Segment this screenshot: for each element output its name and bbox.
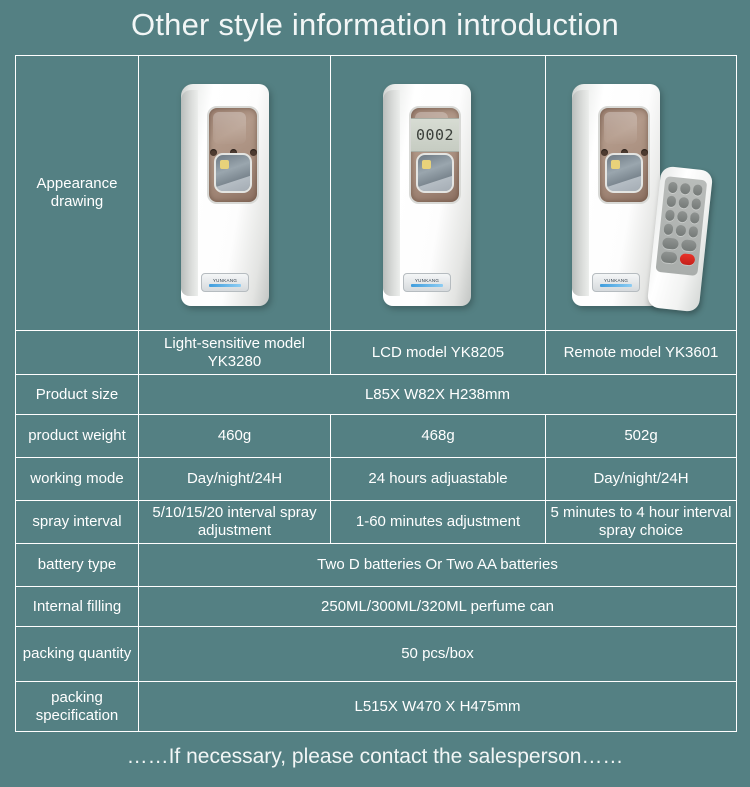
remote-key-row	[660, 251, 696, 266]
window-gloss	[603, 111, 638, 144]
row-label-internal-filling: Internal filling	[15, 586, 139, 627]
badge-accent-bar	[600, 284, 632, 287]
remote-key	[687, 225, 699, 238]
footer-note: ……If necessary, please contact the sales…	[126, 745, 624, 768]
value-working-mode-light-sensitive: Day/night/24H	[138, 457, 331, 501]
value-working-mode-remote: Day/night/24H	[545, 457, 737, 501]
value-product-size: L85X W82X H238mm	[138, 374, 737, 415]
table-row-model-names: Light-sensitive model YK3280 LCD model Y…	[15, 330, 737, 375]
specification-table: Appearance drawing YUNKANG	[15, 55, 737, 732]
remote-key	[677, 210, 688, 223]
dispenser-window	[207, 106, 259, 204]
value-spray-interval-lcd: 1-60 minutes adjustment	[330, 500, 546, 544]
table-row-packing-specification: packing specification L515X W470 X H475m…	[15, 681, 737, 732]
remote-key-row	[661, 237, 697, 252]
dispenser-side-panel	[383, 90, 400, 296]
appearance-cell-light-sensitive: YUNKANG	[138, 55, 331, 331]
remote-key-row	[663, 223, 699, 238]
remote-key	[675, 224, 687, 237]
value-weight-remote: 502g	[545, 414, 737, 458]
empty-label-cell	[15, 330, 139, 375]
value-internal-filling: 250ML/300ML/320ML perfume can	[138, 586, 737, 627]
value-battery-type: Two D batteries Or Two AA batteries	[138, 543, 737, 587]
brand-badge: YUNKANG	[201, 273, 249, 292]
remote-key	[689, 211, 700, 224]
remote-key	[680, 182, 691, 195]
remote-key	[661, 237, 679, 250]
spray-nozzle	[416, 152, 454, 193]
model-name-light-sensitive: Light-sensitive model YK3280	[138, 330, 331, 375]
value-spray-interval-light-sensitive: 5/10/15/20 interval spray adjustment	[138, 500, 331, 544]
remote-key	[678, 196, 690, 209]
product-image-light-sensitive: YUNKANG	[143, 58, 326, 328]
remote-key-row	[667, 181, 703, 197]
remote-key-row	[664, 209, 700, 224]
remote-key	[692, 184, 703, 197]
remote-key	[690, 198, 702, 210]
table-row-product-weight: product weight 460g 468g 502g	[15, 414, 737, 458]
brand-badge: YUNKANG	[403, 273, 451, 292]
row-label-appearance: Appearance drawing	[15, 55, 139, 331]
product-image-remote: YUNKANG	[550, 58, 732, 328]
dispenser-side-panel	[572, 90, 589, 296]
window-gloss	[212, 111, 247, 144]
spray-nozzle	[605, 152, 643, 193]
dispenser-window	[598, 106, 650, 204]
value-weight-light-sensitive: 460g	[138, 414, 331, 458]
dispenser-window: 0002	[409, 106, 461, 204]
value-working-mode-lcd: 24 hours adjuastable	[330, 457, 546, 501]
table-row-packing-quantity: packing quantity 50 pcs/box	[15, 626, 737, 682]
row-label-packing-quantity: packing quantity	[15, 626, 139, 682]
lcd-display: 0002	[411, 118, 459, 153]
lcd-display-value: 0002	[415, 126, 455, 145]
badge-accent-bar	[209, 284, 241, 287]
model-name-lcd: LCD model YK8205	[330, 330, 546, 375]
table-row-working-mode: working mode Day/night/24H 24 hours adju…	[15, 457, 737, 501]
value-packing-specification: L515X W470 X H475mm	[138, 681, 737, 732]
row-label-product-weight: product weight	[15, 414, 139, 458]
remote-key-row	[666, 195, 702, 210]
dispenser-body-remote: YUNKANG	[572, 84, 660, 306]
table-row-spray-interval: spray interval 5/10/15/20 interval spray…	[15, 500, 737, 544]
remote-key	[667, 181, 679, 194]
value-spray-interval-remote: 5 minutes to 4 hour interval spray choic…	[545, 500, 737, 544]
remote-key	[660, 251, 678, 264]
spray-nozzle	[214, 152, 252, 193]
remote-key	[666, 195, 677, 208]
product-image-lcd: 0002 YUNKANG	[335, 58, 541, 328]
value-weight-lcd: 468g	[330, 414, 546, 458]
row-label-battery-type: battery type	[15, 543, 139, 587]
row-label-packing-specification: packing specification	[15, 681, 139, 732]
table-row-product-size: Product size L85X W82X H238mm	[15, 374, 737, 415]
row-label-spray-interval: spray interval	[15, 500, 139, 544]
appearance-cell-lcd: 0002 YUNKANG	[330, 55, 546, 331]
dispenser-body-light-sensitive: YUNKANG	[181, 84, 269, 306]
dispenser-side-panel	[181, 90, 198, 296]
model-name-remote: Remote model YK3601	[545, 330, 737, 375]
remote-key	[663, 223, 674, 236]
page-title: Other style information introduction	[131, 7, 619, 42]
appearance-cell-remote: YUNKANG	[545, 55, 737, 331]
remote-key	[680, 239, 697, 252]
table-row-appearance: Appearance drawing YUNKANG	[15, 55, 737, 331]
remote-key	[664, 209, 676, 222]
badge-accent-bar	[411, 284, 443, 287]
row-label-product-size: Product size	[15, 374, 139, 415]
value-packing-quantity: 50 pcs/box	[138, 626, 737, 682]
row-label-working-mode: working mode	[15, 457, 139, 501]
table-row-internal-filling: Internal filling 250ML/300ML/320ML perfu…	[15, 586, 737, 627]
remote-keypad	[655, 176, 708, 277]
table-row-battery-type: battery type Two D batteries Or Two AA b…	[15, 543, 737, 587]
dispenser-body-lcd: 0002 YUNKANG	[383, 84, 471, 306]
remote-power-key	[678, 253, 696, 266]
brand-badge: YUNKANG	[592, 273, 640, 292]
